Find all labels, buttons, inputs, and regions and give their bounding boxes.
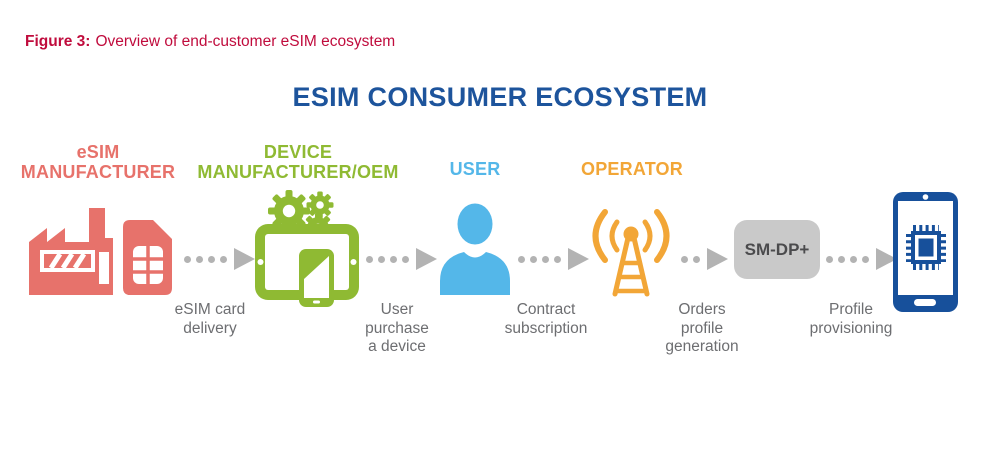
dotted-arrow-4 <box>681 248 728 270</box>
dot <box>850 255 857 263</box>
factory-and-sim-card-icon <box>29 208 172 295</box>
arrow-right-icon <box>234 248 255 270</box>
dot <box>542 255 549 263</box>
dot <box>366 255 373 263</box>
sm-dp-plus-label: SM-DP+ <box>744 239 810 259</box>
dot <box>826 255 833 263</box>
dot <box>196 255 203 263</box>
flow-label-contract-subscription: Contract subscription <box>504 301 588 337</box>
dot <box>184 255 191 263</box>
dotted-arrow-2 <box>366 248 437 270</box>
sm-dp-plus-box: SM-DP+ <box>734 220 820 279</box>
flow-label-esim-card-delivery: eSIM card delivery <box>174 301 246 337</box>
dot <box>862 255 869 263</box>
dot <box>693 255 700 263</box>
dot <box>208 255 215 263</box>
figure-caption-text: Overview of end-customer eSIM ecosystem <box>95 33 396 50</box>
diagram-title: ESIM CONSUMER ECOSYSTEM <box>292 82 708 112</box>
tablet-gears-smartphone-icon <box>255 190 359 307</box>
device-manufacturer-oem-label: DEVICE MANUFACTURER/OEM <box>197 142 399 182</box>
arrow-right-icon <box>416 248 437 270</box>
dot <box>838 255 845 263</box>
flow-label-orders-profile-generation: Orders profile generation <box>665 301 739 355</box>
arrow-right-icon <box>707 248 728 270</box>
flow-label-profile-provisioning: Profile provisioning <box>809 301 893 337</box>
dot <box>518 255 525 263</box>
dotted-arrow-3 <box>518 248 589 270</box>
operator-label: OPERATOR <box>581 159 683 179</box>
dot <box>390 255 397 263</box>
arrow-right-icon <box>876 248 897 270</box>
dot <box>554 255 561 263</box>
smartphone-with-chip-icon <box>893 192 958 312</box>
person-silhouette-icon <box>440 203 510 295</box>
dot <box>220 255 227 263</box>
flow-label-user-purchase-device: User purchase a device <box>365 301 429 355</box>
arrow-right-icon <box>568 248 589 270</box>
user-label: USER <box>449 159 501 179</box>
dotted-arrow-5 <box>826 248 897 270</box>
dot <box>402 255 409 263</box>
figure-caption-number: Figure 3: <box>25 33 91 50</box>
esim-manufacturer-label: eSIM MANUFACTURER <box>20 142 176 182</box>
dotted-arrow-1 <box>184 248 255 270</box>
dot <box>681 255 688 263</box>
figure-caption: Figure 3:Overview of end-customer eSIM e… <box>25 33 395 51</box>
dot <box>530 255 537 263</box>
radio-tower-icon <box>592 209 670 297</box>
dot <box>378 255 385 263</box>
